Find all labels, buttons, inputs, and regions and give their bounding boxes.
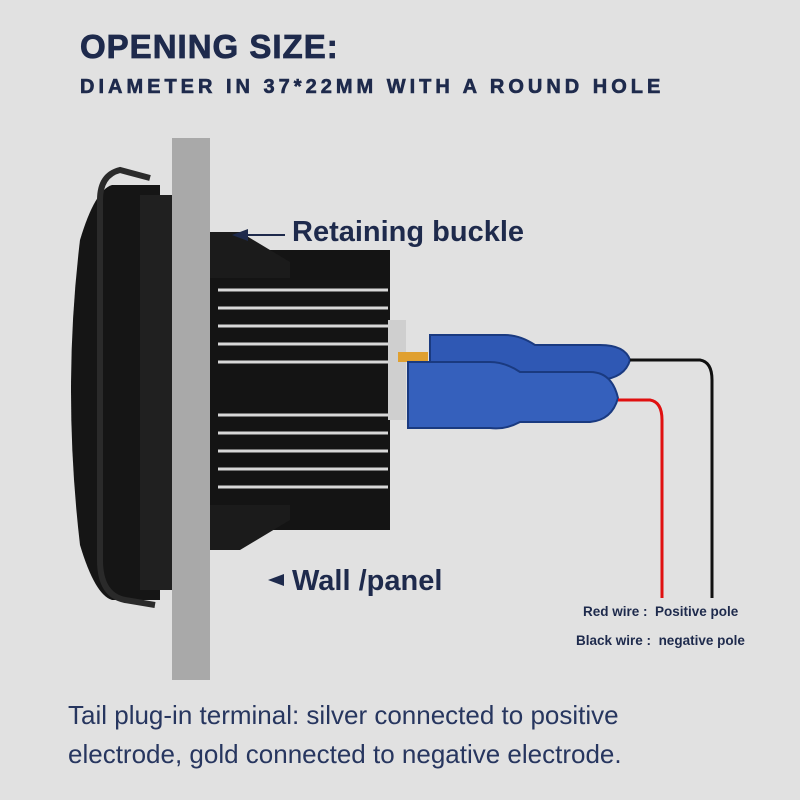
caption-line-1: Tail plug-in terminal: silver connected … (68, 700, 619, 730)
wall-panel-label: Wall /panel (292, 565, 443, 597)
retaining-buckle-top (210, 232, 290, 278)
black-wire-meaning: negative pole (658, 633, 745, 648)
black-wire-legend: Black wire : negative pole (576, 633, 745, 648)
red-wire-legend: Red wire : Positive pole (583, 604, 738, 619)
retaining-buckle-label: Retaining buckle (292, 216, 525, 248)
red-wire (618, 398, 664, 598)
red-wire-name: Red wire : (583, 604, 648, 619)
retaining-clip (97, 166, 156, 608)
title-opening-size: OPENING SIZE: (80, 28, 339, 66)
switch-front-cap (71, 185, 160, 600)
black-wire (630, 358, 714, 598)
arrow-icon (232, 229, 285, 586)
gold-terminal (398, 352, 428, 362)
connector-red (407, 361, 620, 430)
switch-body (210, 250, 390, 530)
red-wire-meaning: Positive pole (655, 604, 739, 619)
switch-flange (140, 195, 172, 590)
wall-panel (172, 138, 210, 680)
cooling-fins (218, 288, 388, 489)
title-diameter: DIAMETER IN 37*22MM WITH A ROUND HOLE (80, 76, 665, 99)
caption-line-2: electrode, gold connected to negative el… (68, 739, 622, 769)
terminal-block (388, 320, 406, 420)
retaining-buckle-bottom (210, 505, 290, 550)
black-wire-name: Black wire : (576, 633, 652, 648)
